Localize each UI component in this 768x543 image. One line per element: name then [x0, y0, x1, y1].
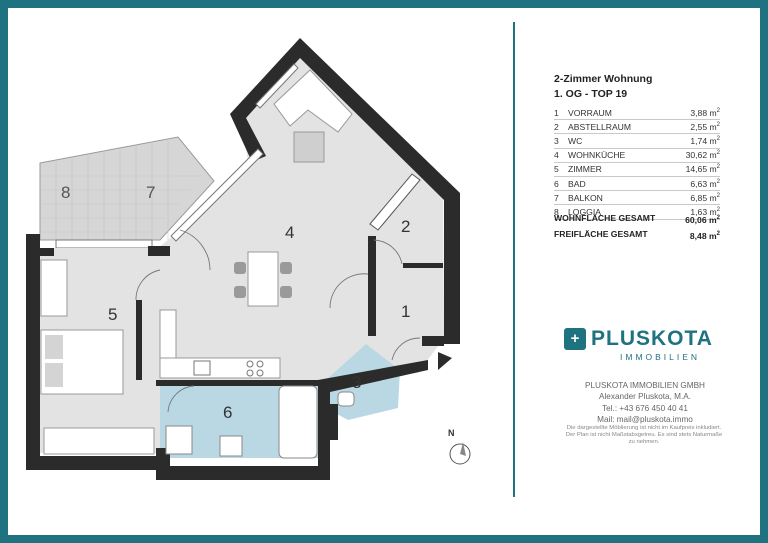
walls	[26, 38, 460, 480]
kitchen-counter	[159, 357, 281, 379]
entrance-arrow	[438, 352, 452, 370]
balcony-railing	[55, 239, 153, 249]
chair	[234, 262, 246, 274]
logo-brand: PLUSKOTA	[591, 327, 713, 350]
divider-line	[513, 22, 515, 497]
area-totals: WOHNFLÄCHE GESAMT 60,06 m2 FREIFLÄCHE GE…	[554, 211, 720, 243]
north-label: N	[448, 428, 455, 438]
company-name: PLUSKOTA IMMOBILIEN GMBH	[585, 381, 705, 390]
page-frame: 1 2 3 4 5 6 7 8 N 2-Zimmer Wohnung 1. OG…	[8, 8, 760, 535]
room-label-6: 6	[223, 403, 232, 422]
apartment-floor: 1. OG - TOP 19	[554, 88, 628, 100]
doors	[135, 229, 421, 413]
total-living-row: WOHNFLÄCHE GESAMT 60,06 m2	[554, 213, 720, 225]
toilet	[337, 391, 355, 407]
contact-block: PLUSKOTA IMMOBILIEN GMBH Alexander Plusk…	[560, 380, 730, 426]
cooktop	[246, 360, 264, 377]
room-label-5: 5	[108, 305, 117, 324]
room-label-3: 3	[352, 373, 361, 392]
bed-pillow-left	[45, 335, 63, 359]
washing-machine	[219, 435, 243, 457]
company-logo: + PLUSKOTA IMMOBILIEN	[564, 326, 724, 372]
plus-icon: +	[564, 328, 586, 350]
apartment-title: 2-Zimmer Wohnung 1. OG - TOP 19	[554, 72, 652, 102]
floor-plan: 1 2 3 4 5 6 7 8 N	[26, 38, 471, 480]
wardrobe	[369, 173, 421, 231]
balcony-grid	[40, 139, 203, 240]
sink	[193, 360, 211, 376]
phone-number: Tel.: +43 676 450 40 41	[602, 403, 688, 413]
bed-pillow-right	[45, 363, 63, 387]
room-label-7: 7	[146, 183, 155, 202]
desk	[43, 427, 155, 455]
total-outdoor-row: FREIFLÄCHE GESAMT 8,48 m2	[554, 228, 720, 241]
dining-table	[247, 251, 279, 307]
sofa	[273, 69, 353, 133]
chair	[280, 286, 292, 298]
windows	[170, 63, 299, 242]
apartment-type: 2-Zimmer Wohnung	[554, 73, 653, 85]
logo-subtitle: IMMOBILIEN	[620, 352, 701, 362]
room-label-4: 4	[285, 223, 294, 242]
disclaimer: Die dargestellte Möblierung ist nicht im…	[565, 425, 723, 446]
contact-person: Alexander Pluskota, M.A.	[599, 392, 691, 402]
room-label-1: 1	[401, 302, 410, 321]
balcony-area	[39, 136, 215, 241]
north-arrow: N	[448, 428, 471, 466]
room-label-2: 2	[401, 217, 410, 236]
coffee-table	[293, 131, 325, 163]
room-label-8: 8	[61, 183, 70, 202]
shower-tray	[165, 425, 193, 455]
wardrobe-bedroom	[40, 259, 68, 317]
chair	[234, 286, 246, 298]
chair	[280, 262, 292, 274]
bathtub	[278, 385, 318, 459]
email-address: Mail: mail@pluskota.immo	[597, 415, 693, 425]
